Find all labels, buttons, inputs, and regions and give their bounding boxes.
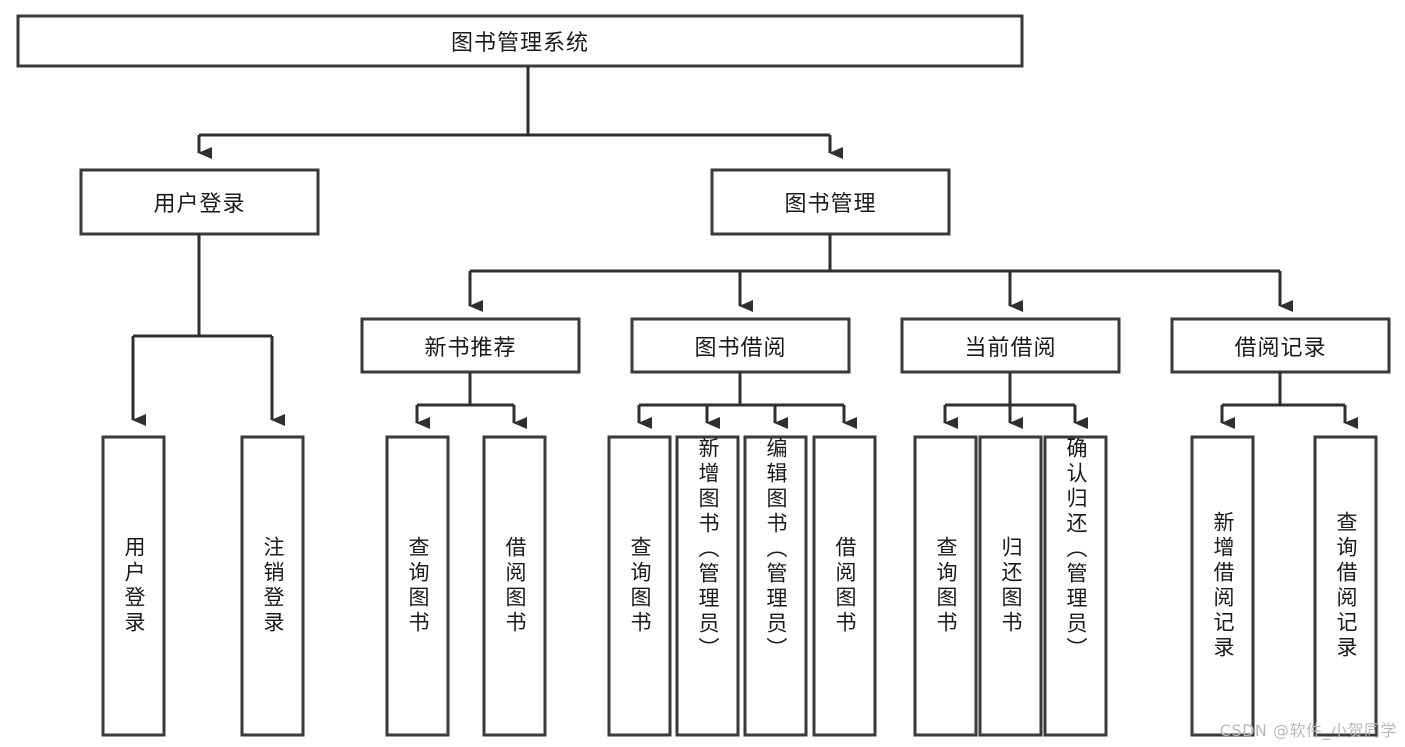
leaf-box-current-borrow-1[interactable] — [913, 435, 978, 737]
leaf-box-current-borrow-3[interactable] — [1043, 435, 1108, 737]
node-borrow-records-box[interactable] — [1170, 317, 1391, 374]
node-book-borrow-box[interactable] — [630, 317, 851, 374]
node-user-login-box[interactable] — [79, 168, 320, 236]
leaf-box-user-login-2[interactable] — [240, 435, 305, 737]
csdn-watermark: CSDN @软件_小贺同学 — [1219, 721, 1397, 740]
leaf-box-book-borrow-4[interactable] — [812, 435, 877, 737]
node-book-mgmt-box[interactable] — [710, 168, 951, 236]
leaf-box-book-borrow-2[interactable] — [675, 435, 740, 737]
leaf-box-new-books-2[interactable] — [482, 435, 547, 737]
leaf-box-book-borrow-3[interactable] — [743, 435, 808, 737]
leaf-box-borrow-records-2[interactable] — [1313, 435, 1378, 737]
leaf-box-user-login-1[interactable] — [101, 435, 166, 737]
node-current-borrow-box[interactable] — [900, 317, 1121, 374]
node-root-box[interactable] — [16, 14, 1024, 68]
leaf-box-borrow-records-1[interactable] — [1190, 435, 1255, 737]
leaf-box-new-books-1[interactable] — [385, 435, 450, 737]
leaf-box-current-borrow-2[interactable] — [978, 435, 1043, 737]
leaf-box-book-borrow-1[interactable] — [607, 435, 672, 737]
node-new-books-box[interactable] — [360, 317, 581, 374]
